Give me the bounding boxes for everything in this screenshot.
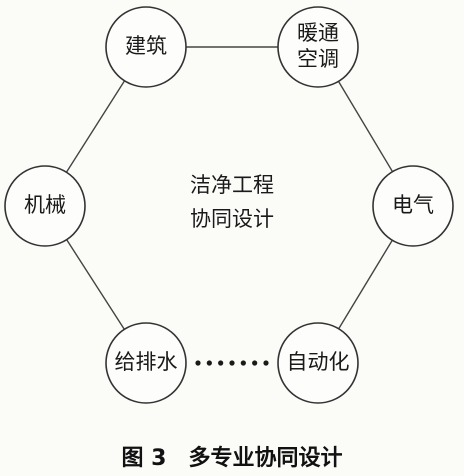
node-jixie: 机械 <box>4 165 86 247</box>
edge-dot <box>218 360 224 366</box>
edge-dot <box>195 360 201 366</box>
edge-dot <box>206 360 212 366</box>
edge-dot <box>252 360 258 366</box>
edge-dot <box>229 360 235 366</box>
center-title-line1: 洁净工程 <box>190 173 274 197</box>
figure-caption: 图 3 多专业协同设计 <box>122 445 343 471</box>
node-circle <box>4 165 86 247</box>
edge-dianqi-zidonghua <box>338 239 393 330</box>
node-label: 空调 <box>297 47 339 71</box>
node-dianqi: 电气 <box>372 165 454 247</box>
node-geipaishui: 给排水 <box>105 322 187 404</box>
center-title-line2: 协同设计 <box>190 207 274 231</box>
node-zidonghua: 自动化 <box>277 322 359 404</box>
edge-nuantong-dianqi <box>337 80 394 173</box>
node-circle <box>372 165 454 247</box>
edge-geipaishui-jixie <box>66 239 125 330</box>
node-label: 自动化 <box>287 350 350 374</box>
node-label: 给排水 <box>115 350 178 374</box>
node-circle <box>105 322 187 404</box>
node-circle <box>105 6 187 88</box>
node-label: 暖通 <box>297 21 339 45</box>
node-circle <box>277 6 359 88</box>
edge-jixie-jianzhu <box>65 80 126 173</box>
edge-dot <box>263 360 269 366</box>
node-circle <box>277 322 359 404</box>
edge-dot <box>240 360 246 366</box>
node-jianzhu: 建筑 <box>105 6 187 88</box>
edges-layer <box>65 46 394 366</box>
node-label: 建筑 <box>125 34 167 58</box>
edge-dotted-zidonghua-geipaishui <box>195 360 269 366</box>
node-label: 机械 <box>24 193 66 217</box>
node-label: 电气 <box>392 193 434 217</box>
